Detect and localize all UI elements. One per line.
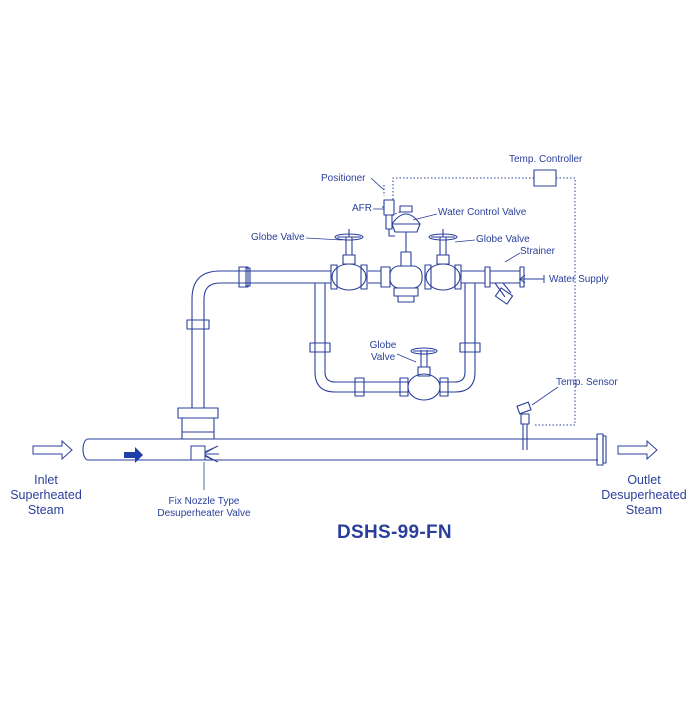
water-control-valve-label: Water Control Valve [438,207,527,218]
water-supply-arrow-icon [518,274,545,284]
bypass-loop [309,283,481,397]
strainer [494,282,514,305]
outlet-line3: Steam [625,503,663,517]
outlet-line1: Outlet [627,473,661,487]
globe-valve-left-label: Globe Valve [251,232,305,243]
right-globe-valve [424,229,462,291]
globe-valve-bypass-label: Globe Valve [366,340,400,364]
globe-valve-bypass-line1: Globe [369,340,397,351]
nozzle-spray-icon [190,445,219,463]
main-steam-pipe [82,433,607,466]
flow-direction-arrow-icon [124,447,143,463]
top-water-line [191,266,525,300]
diagram-title: DSHS-99-FN [337,522,452,543]
inlet-line3: Steam [27,503,65,517]
afr-label: AFR [352,203,372,214]
globe-valve-right-label: Globe Valve [476,234,530,245]
bypass-globe-valve [407,347,441,401]
inlet-line1: Inlet [34,473,58,487]
inlet-line2: Superheated [10,488,82,502]
water-control-valve [389,205,423,303]
outlet-line2: Desuperheated [601,488,687,502]
nozzle-line1: Fix Nozzle Type [168,496,240,507]
signal-lines [383,177,576,426]
flow-arrows [32,274,658,461]
temp-controller-box [533,169,557,187]
positioner-label: Positioner [321,173,366,184]
temp-sensor-label: Temp. Sensor [556,377,618,388]
globe-valve-bypass-line2: Valve [370,352,396,363]
leader-lines [203,177,559,490]
left-globe-valve [330,229,368,291]
outlet-label: Outlet Desuperheated Steam [594,473,694,518]
positioner-afr [382,199,395,237]
outlet-arrow-icon [617,439,658,461]
inlet-arrow-icon [32,439,73,461]
water-supply-label: Water Supply [549,274,609,285]
temp-controller-label: Temp. Controller [509,154,583,165]
inlet-label: Inlet Superheated Steam [6,473,86,518]
temp-sensor [516,401,532,450]
nozzle-label: Fix Nozzle Type Desuperheater Valve [148,496,260,520]
strainer-label: Strainer [520,246,556,257]
water-injection-line [177,299,219,439]
nozzle-line2: Desuperheater Valve [157,508,251,519]
